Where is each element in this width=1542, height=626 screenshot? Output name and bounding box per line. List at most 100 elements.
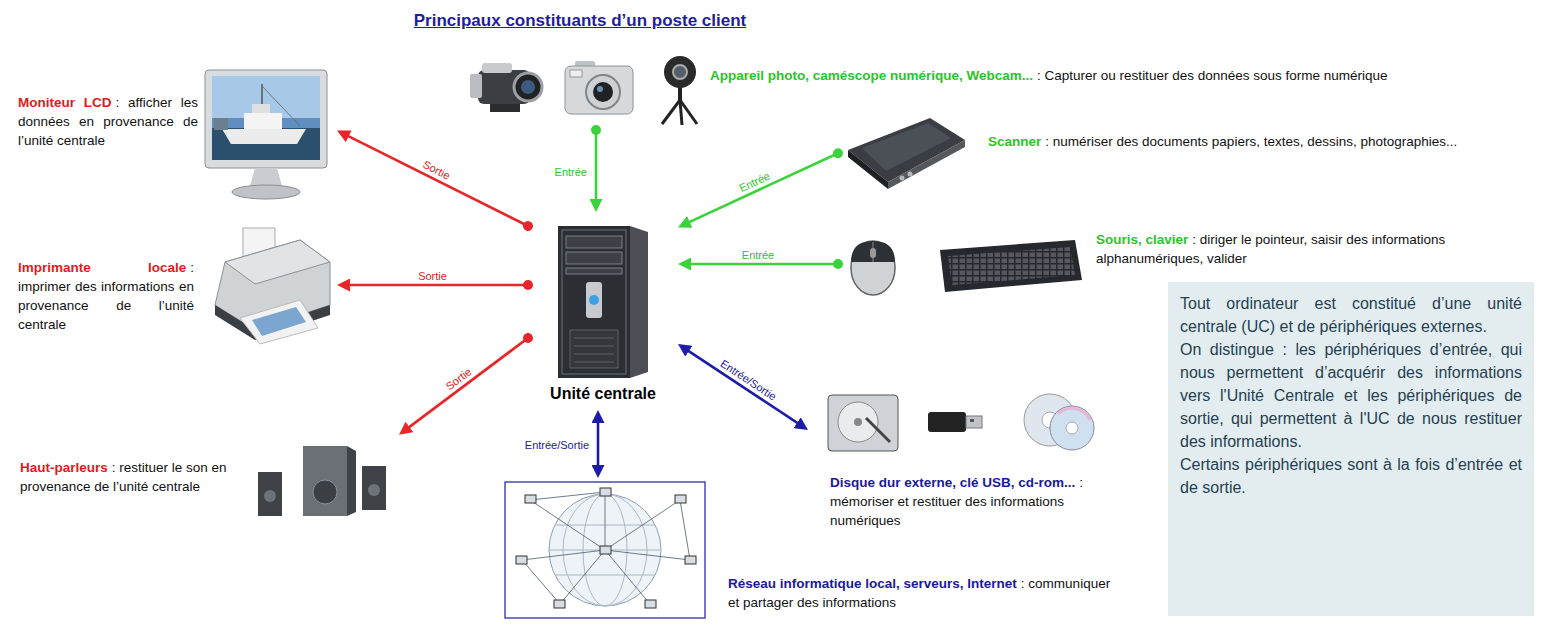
edge-label: Sortie	[416, 270, 449, 283]
cd-rom-icon	[1058, 408, 1090, 420]
peripheral-box: Imprimante locale: imprimer des informat…	[12, 222, 337, 362]
printer-icon	[252, 307, 306, 336]
scanner-icon	[900, 176, 905, 181]
lcd-monitor-icon	[222, 129, 306, 144]
peripheral-name: Appareil photo, caméscope numérique, Web…	[710, 68, 1033, 83]
webcam-icon	[680, 100, 697, 124]
peripheral-text: Moniteur LCD: afficher les données en pr…	[18, 93, 198, 150]
scanner-icon	[848, 118, 965, 189]
lcd-monitor-icon	[244, 113, 282, 129]
cd-rom-icon	[1050, 406, 1094, 450]
info-panel: Tout ordinateur est constitué d’une unit…	[1168, 282, 1534, 616]
tower-icon	[558, 226, 630, 378]
webcam-icon	[662, 56, 697, 125]
peripheral-box: Scanner : numériser des documents papiers…	[838, 108, 1530, 190]
io-arrow	[685, 263, 839, 266]
camera-icon	[565, 61, 633, 114]
printer-icon	[225, 240, 330, 284]
edge-label: Entrée	[740, 249, 776, 262]
lcd-monitor-icon	[262, 86, 300, 126]
io-arrow	[684, 153, 838, 224]
camcorder-icon	[470, 74, 482, 98]
camera-icon	[593, 82, 613, 102]
lcd-monitor-icon	[252, 104, 270, 113]
speakers-icon	[258, 472, 282, 516]
camcorder-icon	[490, 104, 520, 112]
tower-icon	[570, 330, 618, 368]
camcorder-icon	[521, 80, 535, 94]
peripheral-name: Disque dur externe, clé USB, cd-rom...	[830, 475, 1075, 490]
peripheral-name: Réseau informatique local, serveurs, Int…	[728, 576, 1017, 591]
panel-paragraph: On distingue : les périphériques d’entré…	[1180, 338, 1522, 453]
usb-key-icon	[928, 412, 982, 432]
camcorder-icon	[514, 73, 542, 101]
io-arrow	[404, 338, 528, 431]
mouse-icon	[851, 241, 895, 295]
peripheral-text: Imprimante locale: imprimer des informat…	[18, 258, 194, 334]
peripheral-box: Réseau informatique local, serveurs, Int…	[500, 478, 1127, 620]
peripheral-box: Haut-parleurs: restituer le son en prove…	[14, 430, 399, 525]
tower-icon	[574, 346, 614, 347]
camera-icon	[565, 66, 633, 114]
lcd-monitor-icon	[212, 76, 320, 160]
panel-paragraph: Tout ordinateur est constitué d’une unit…	[1180, 292, 1522, 338]
edge-label-holder: Entrée	[740, 245, 776, 263]
unit-label-group: Unité centrale	[528, 384, 678, 404]
tower-icon	[586, 282, 602, 318]
keyboard-icon	[948, 247, 1075, 285]
printer-icon	[240, 300, 318, 344]
camcorder-icon	[482, 63, 512, 73]
webcam-icon	[662, 100, 680, 124]
tower-icon	[574, 354, 614, 355]
lcd-monitor-icon	[212, 76, 320, 118]
speakers-icon	[264, 490, 276, 502]
edge-label: Entrée/Sortie	[716, 356, 780, 404]
camera-icon	[586, 75, 620, 109]
peripheral-box: Moniteur LCD: afficher les données en pr…	[12, 62, 337, 204]
tower-icon	[574, 338, 614, 339]
lcd-monitor-icon	[232, 185, 300, 199]
peripheral-name: Moniteur LCD	[18, 95, 111, 110]
unit-label: Unité centrale	[550, 384, 656, 404]
edge-label-holder: Entrée/Sortie	[715, 352, 782, 405]
camcorder-icon	[470, 63, 542, 112]
peripheral-description: : numériser des documents papiers, texte…	[1045, 134, 1457, 149]
usb-key-icon	[966, 416, 982, 428]
lcd-monitor-icon	[205, 70, 327, 168]
cd-rom-icon	[1024, 394, 1094, 450]
network-globe-icon	[556, 575, 654, 576]
hard-disk-icon	[828, 395, 898, 451]
keyboard-icon	[940, 240, 1082, 292]
peripheral-box: Appareil photo, caméscope numérique, Web…	[465, 50, 1533, 130]
peripheral-text: Souris, clavier: diriger le pointeur, sa…	[1096, 230, 1496, 268]
speakers-icon	[347, 446, 356, 516]
tower-icon	[562, 230, 626, 374]
webcam-icon	[664, 56, 696, 88]
tower-icon	[574, 362, 614, 363]
speakers-icon	[303, 446, 347, 516]
peripheral-text: Scanner : numériser des documents papiers…	[988, 132, 1523, 151]
edge-label: Entrée/Sortie	[523, 439, 591, 452]
keyboard-icon	[940, 240, 1082, 292]
tower-icon	[630, 226, 648, 378]
peripheral-text: Disque dur externe, clé USB, cd-rom...: …	[830, 473, 1128, 530]
io-arrow	[597, 417, 600, 472]
hard-disk-icon	[854, 418, 862, 426]
peripheral-box: Disque dur externe, clé USB, cd-rom...: …	[808, 378, 1132, 536]
hard-disk-icon	[866, 418, 890, 442]
tower-icon	[558, 226, 648, 378]
peripheral-name: Imprimante locale	[18, 260, 186, 275]
network-globe-icon	[505, 482, 705, 618]
cd-rom-icon	[1066, 422, 1078, 434]
edge-label-holder: Sortie	[416, 266, 449, 284]
camera-icon	[597, 86, 603, 92]
lcd-monitor-icon	[250, 168, 282, 186]
peripheral-name: Haut-parleurs	[20, 460, 108, 475]
mouse-icon	[851, 241, 895, 262]
webcam-icon	[678, 86, 682, 101]
peripheral-name: Scanner	[988, 134, 1041, 149]
central-unit-box: Unité centrale	[528, 212, 678, 410]
panel-text: Tout ordinateur est constitué d’une unit…	[1168, 282, 1534, 509]
lcd-monitor-icon	[205, 70, 327, 199]
lcd-monitor-icon	[214, 118, 228, 130]
